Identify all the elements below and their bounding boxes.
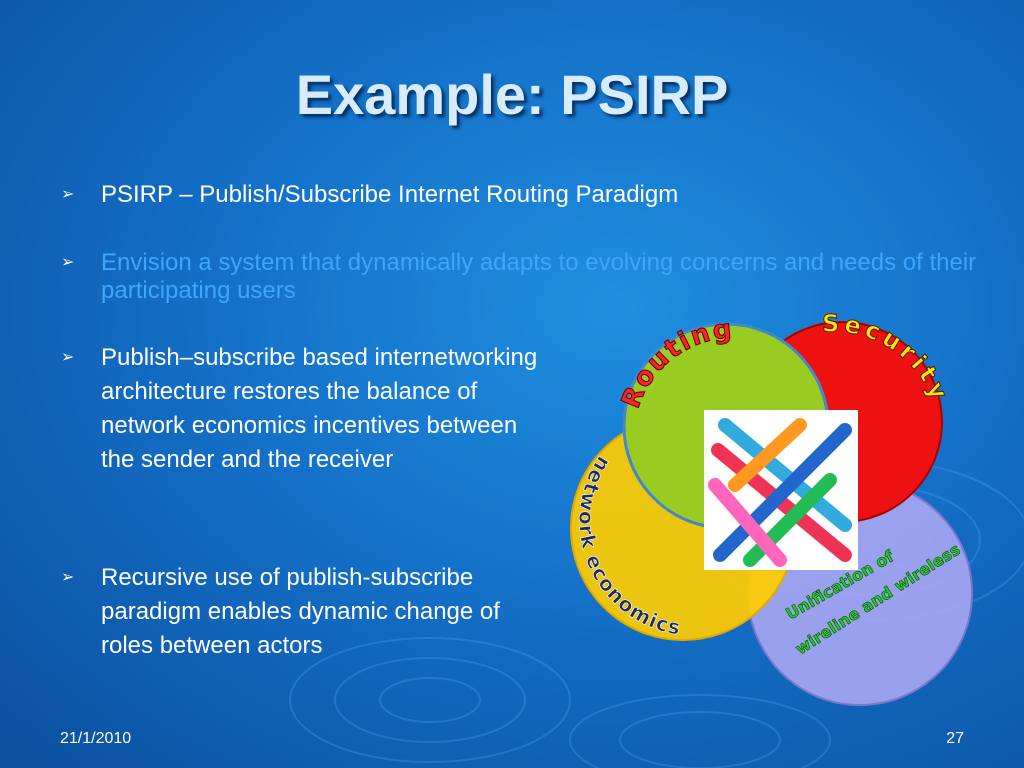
slide-title: Example: PSIRP bbox=[295, 63, 729, 126]
venn-diagram: Routing Security network economics Unifi… bbox=[570, 310, 973, 706]
arrow-bullet-icon: ➢ bbox=[61, 349, 75, 366]
bullet-text-2: Envision a system that dynamically adapt… bbox=[101, 249, 977, 304]
bullet-item-3: ➢ Publish–subscribe based internetworkin… bbox=[61, 341, 551, 477]
bullet-text-3: Publish–subscribe based internetworking … bbox=[101, 344, 538, 473]
psirp-logo bbox=[704, 410, 858, 570]
bullet-item-4: ➢ Recursive use of publish-subscribe par… bbox=[61, 561, 551, 663]
bullet-text-1: PSIRP – Publish/Subscribe Internet Routi… bbox=[101, 181, 679, 208]
arrow-bullet-icon: ➢ bbox=[61, 186, 75, 203]
page-number: 27 bbox=[946, 730, 964, 747]
slide-date: 21/1/2010 bbox=[60, 730, 132, 747]
bullet-item-2: ➢ Envision a system that dynamically ada… bbox=[61, 249, 981, 305]
arrow-bullet-icon: ➢ bbox=[61, 569, 75, 586]
bullet-text-4: Recursive use of publish-subscribe parad… bbox=[101, 564, 500, 659]
bullet-item-1: ➢ PSIRP – Publish/Subscribe Internet Rou… bbox=[61, 178, 961, 212]
arrow-bullet-icon: ➢ bbox=[61, 254, 75, 271]
